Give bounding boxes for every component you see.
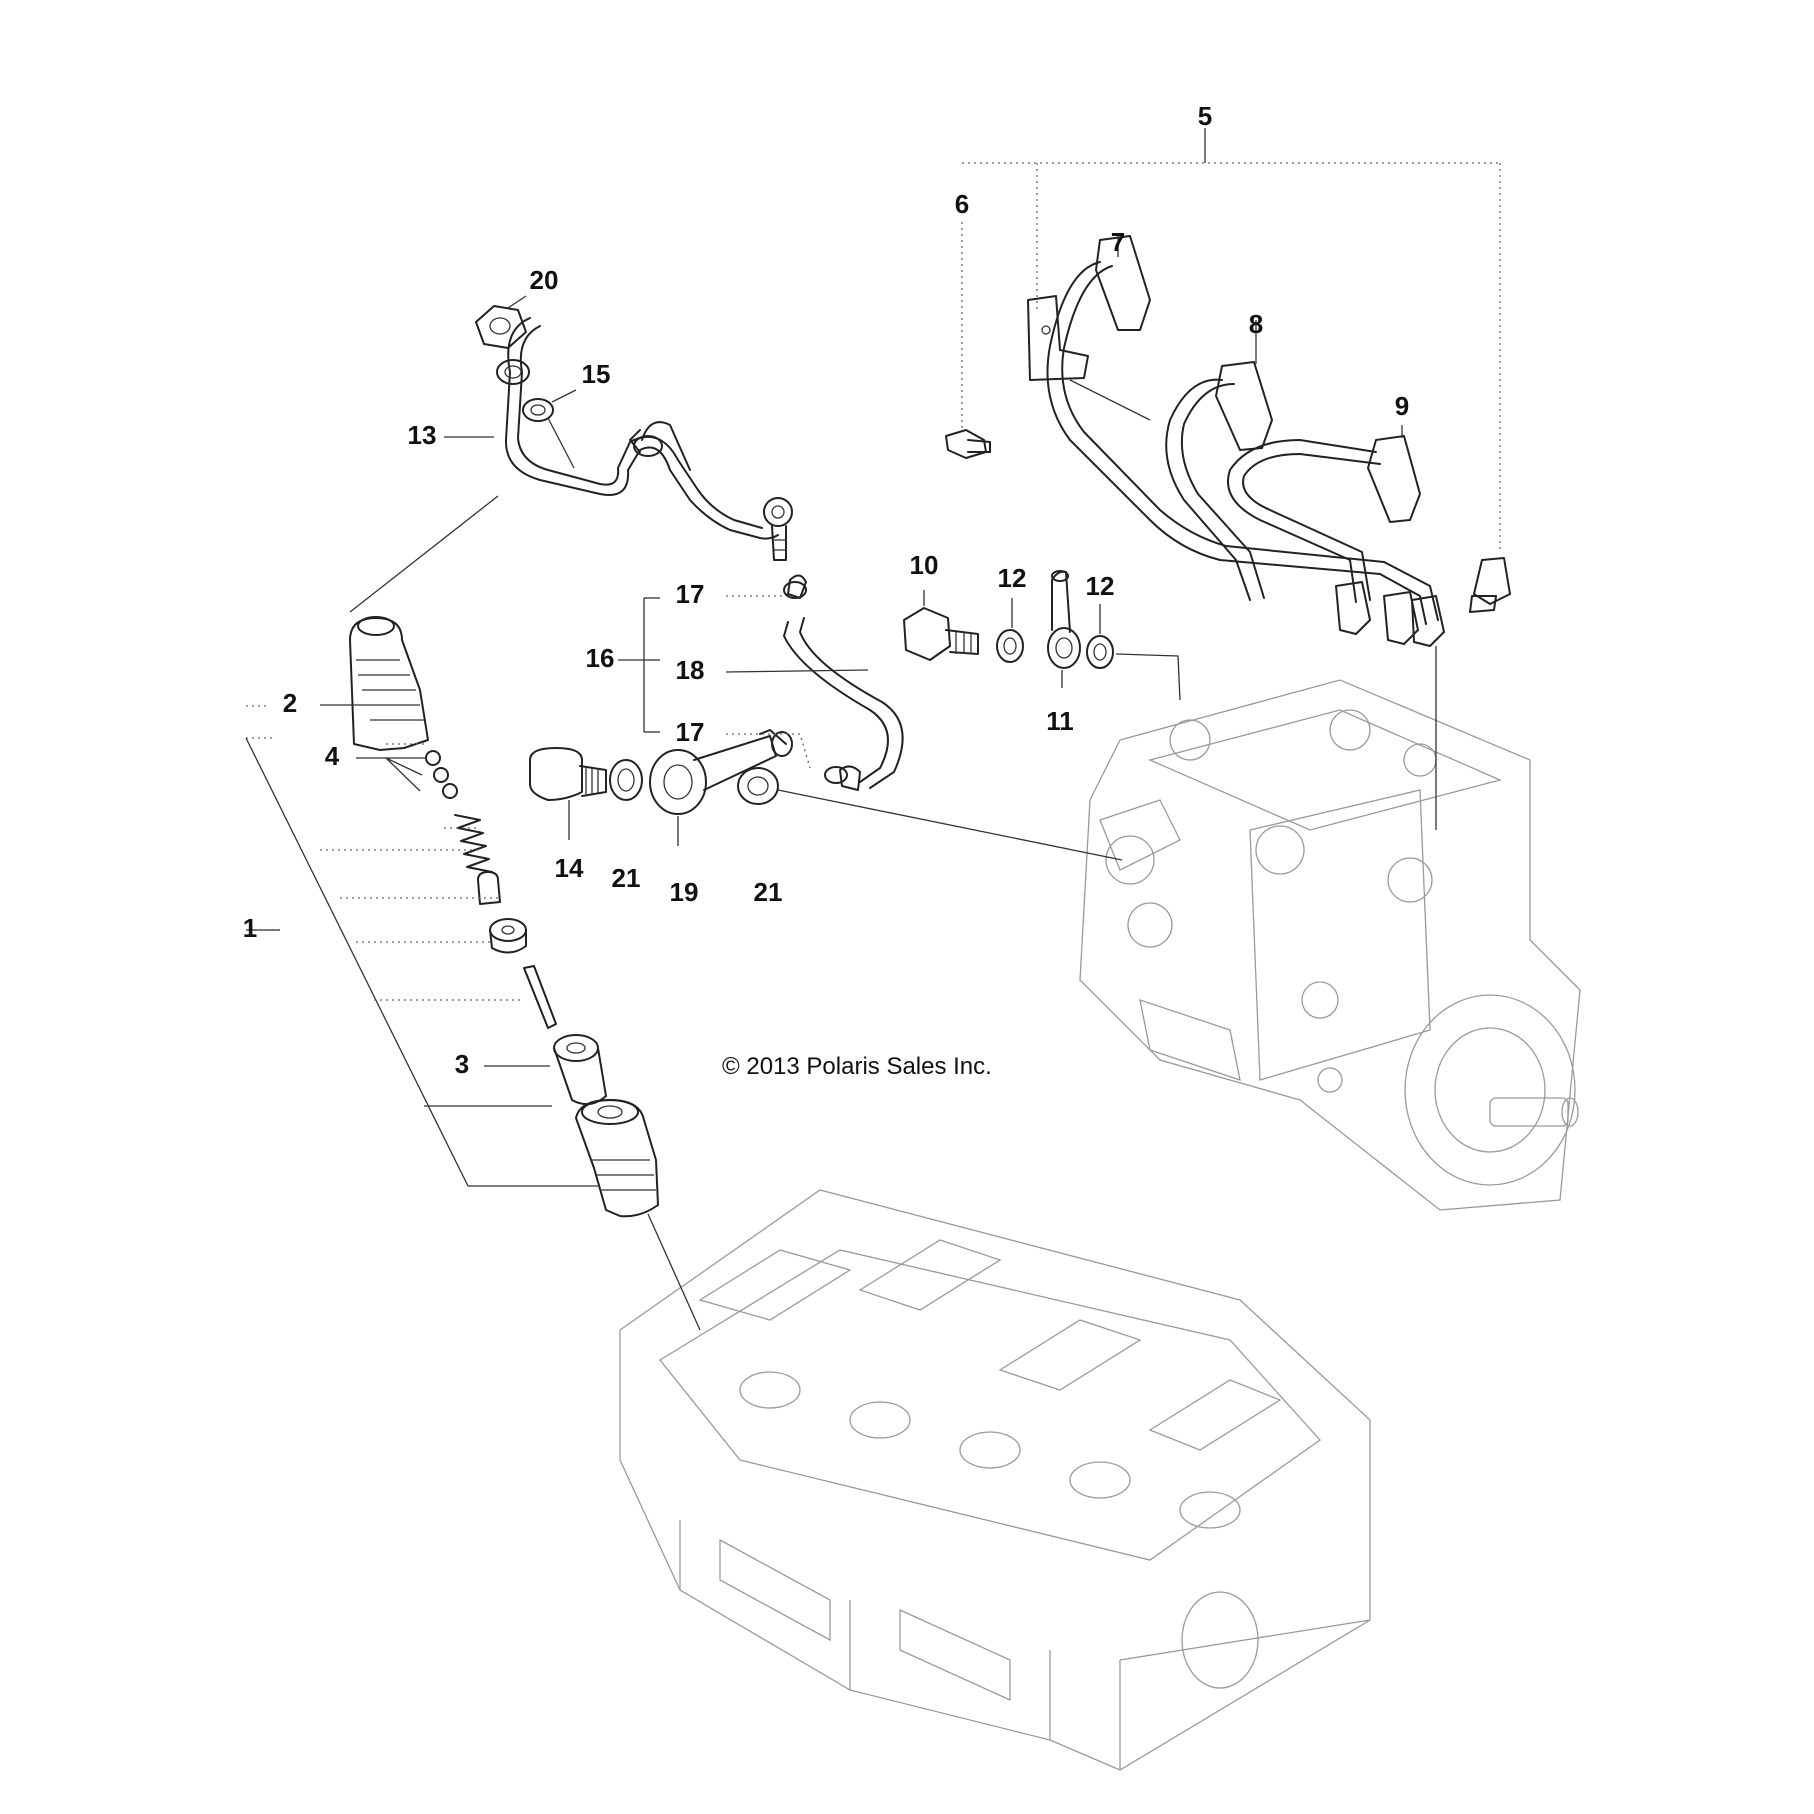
injector-distance-piece xyxy=(489,918,527,954)
washer-15 xyxy=(522,398,554,422)
pipe-clamp-6 xyxy=(945,295,1089,459)
injection-pump-outline xyxy=(1079,679,1581,1211)
callout-10: 10 xyxy=(910,550,939,580)
bolt-10 xyxy=(903,607,979,661)
leader-clamp xyxy=(1069,379,1151,421)
injector-needle xyxy=(523,965,557,1029)
callout-4: 4 xyxy=(325,741,340,771)
leader-pipe-to-injector xyxy=(349,495,499,613)
washer-21-right xyxy=(737,767,779,805)
cylinder-head-outline xyxy=(619,1189,1371,1771)
callout-17-top: 17 xyxy=(676,579,705,609)
nozzle-retaining-nut xyxy=(575,1099,659,1218)
callout-1: 1 xyxy=(243,913,257,943)
banjo-fitting-11 xyxy=(1047,570,1081,669)
callout-8: 8 xyxy=(1249,309,1263,339)
leader-washer-to-pump xyxy=(1115,653,1181,701)
injector-shim-ball xyxy=(442,783,458,799)
callout-21-left: 21 xyxy=(612,863,641,893)
injector-spring-seat xyxy=(477,871,501,905)
injector-shim-ball xyxy=(433,767,449,783)
injector-nozzle xyxy=(553,1034,607,1106)
callout-2: 2 xyxy=(283,688,297,718)
injector-spring xyxy=(454,814,493,873)
injection-pipe-set-5 xyxy=(1046,235,1445,647)
washer-15-upper xyxy=(496,359,530,385)
washer-12-right xyxy=(1086,635,1114,669)
nozzle-holder-upper xyxy=(349,616,429,751)
return-hose-16 xyxy=(783,574,904,791)
callout-14: 14 xyxy=(555,853,584,883)
callout-5: 5 xyxy=(1198,101,1212,131)
injector-shim-ball xyxy=(425,750,441,766)
nut-20 xyxy=(475,305,527,349)
pipe-clamp-6-right xyxy=(1469,557,1511,613)
washer-12-left xyxy=(996,629,1024,663)
injection-pipe-13 xyxy=(504,317,793,561)
callout-6: 6 xyxy=(955,189,969,219)
callout-20: 20 xyxy=(530,265,559,295)
callout-9: 9 xyxy=(1395,391,1409,421)
callout-17-bottom: 17 xyxy=(676,717,705,747)
callout-7: 7 xyxy=(1111,227,1125,257)
callout-3: 3 xyxy=(455,1049,469,1079)
callout-12-right: 12 xyxy=(1086,571,1115,601)
callout-12-left: 12 xyxy=(998,563,1027,593)
hose-clip-17-lower xyxy=(824,766,848,784)
banjo-fitting-19 xyxy=(649,729,793,815)
callout-labels: 5 6 7 8 9 20 15 13 10 12 12 11 17 16 18 … xyxy=(243,101,1409,1079)
callout-11: 11 xyxy=(1046,706,1074,736)
callout-21-right: 21 xyxy=(754,877,783,907)
leader-15-pipe xyxy=(547,417,575,469)
callout-19: 19 xyxy=(670,877,699,907)
injector-assembly-parts xyxy=(349,616,701,1331)
hose-clip-17 xyxy=(783,581,807,599)
banjo-bolt-14 xyxy=(529,747,607,801)
callout-leaders xyxy=(244,128,1501,1187)
callout-16: 16 xyxy=(586,643,615,673)
callout-13: 13 xyxy=(408,420,437,450)
washer-21-left xyxy=(609,759,643,801)
callout-15: 15 xyxy=(582,359,611,389)
copyright-notice: © 2013 Polaris Sales Inc. xyxy=(722,1053,992,1080)
callout-18: 18 xyxy=(676,655,705,685)
leader-banjo-to-pump xyxy=(777,789,1123,861)
